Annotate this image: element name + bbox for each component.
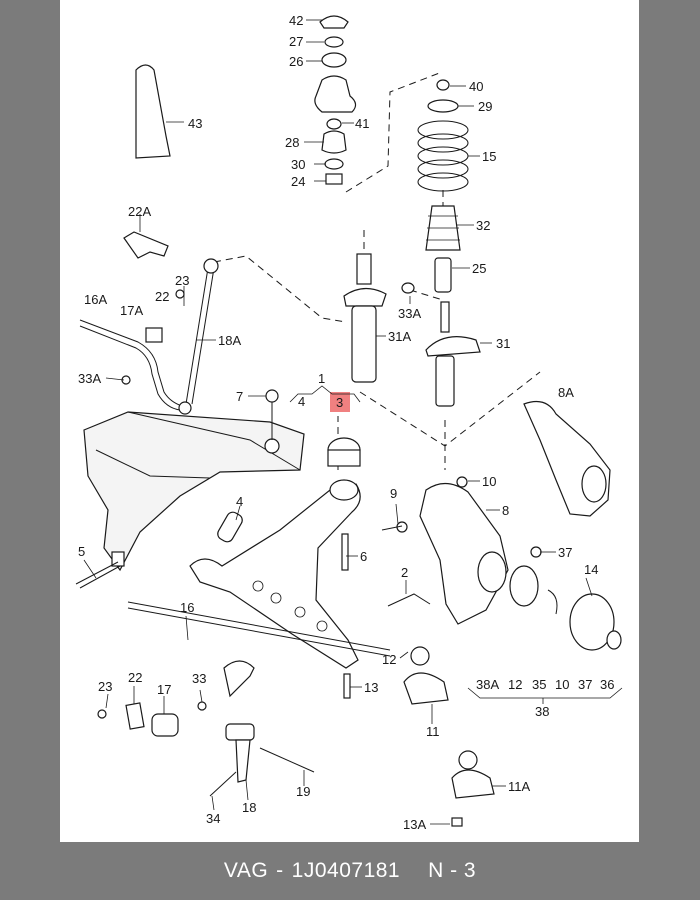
label-30: 30 (291, 157, 305, 172)
label-33A-right: 33A (398, 306, 421, 321)
caption-separator: - (276, 859, 284, 882)
label-5: 5 (78, 544, 85, 559)
label-22-lower: 22 (128, 670, 142, 685)
label-17: 17 (157, 682, 171, 697)
label-28: 28 (285, 135, 299, 150)
subframe (75, 389, 305, 589)
label-13A: 13A (403, 817, 426, 832)
assembly-guide-lines (213, 71, 541, 470)
label-24: 24 (291, 174, 305, 189)
leader-lines (83, 19, 623, 825)
label-37-lower: 37 (578, 677, 592, 692)
label-8: 8 (502, 503, 509, 518)
label-17A: 17A (120, 303, 143, 318)
part-labels: 42 27 26 40 29 41 28 15 30 24 43 22A 32 … (78, 13, 614, 832)
label-38A: 38A (476, 677, 499, 692)
label-23-upper: 23 (175, 273, 189, 288)
label-12-left: 12 (382, 652, 396, 667)
label-38: 38 (535, 704, 549, 719)
grease-tube (135, 64, 171, 159)
highlight-marker-3 (330, 392, 350, 412)
label-7: 7 (236, 389, 243, 404)
part-caption-bar: VAG - 1J0407181 N - 3 (0, 842, 700, 900)
label-16A: 16A (84, 292, 107, 307)
label-34: 34 (206, 811, 220, 826)
label-2: 2 (401, 565, 408, 580)
brand-label: VAG (223, 859, 269, 882)
spring-assembly (417, 79, 469, 293)
ball-joints-and-links (97, 593, 495, 827)
label-32: 32 (476, 218, 490, 233)
part-number: 1J0407181 (291, 859, 401, 882)
label-15: 15 (482, 149, 496, 164)
label-33: 33 (192, 671, 206, 686)
label-4-lower: 4 (236, 494, 243, 509)
label-18A: 18A (218, 333, 241, 348)
label-43: 43 (188, 116, 202, 131)
label-12-right: 12 (508, 677, 522, 692)
top-mount-parts (314, 15, 357, 185)
label-25: 25 (472, 261, 486, 276)
label-4-upper: 4 (298, 394, 305, 409)
strut-31 (425, 301, 481, 407)
label-6: 6 (360, 549, 367, 564)
label-1: 1 (318, 371, 325, 386)
strut-31A (343, 253, 415, 383)
wheel-bearing-housings (381, 401, 622, 651)
label-9: 9 (390, 486, 397, 501)
label-11A: 11A (508, 779, 530, 794)
label-33A-left: 33A (78, 371, 101, 386)
label-18: 18 (242, 800, 256, 815)
label-10-upper: 10 (482, 474, 496, 489)
label-3-highlighted: 3 (336, 395, 343, 410)
label-41: 41 (355, 116, 369, 131)
wishbone (127, 437, 391, 699)
label-42: 42 (289, 13, 303, 28)
label-23-lower: 23 (98, 679, 112, 694)
label-29: 29 (478, 99, 492, 114)
label-31: 31 (496, 336, 510, 351)
label-14: 14 (584, 562, 598, 577)
label-19: 19 (296, 784, 310, 799)
label-8A: 8A (558, 385, 574, 400)
diagram-reference: N - 3 (428, 859, 477, 882)
label-13: 13 (364, 680, 378, 695)
label-40: 40 (469, 79, 483, 94)
anti-roll-bar-upper (79, 231, 219, 415)
label-36: 36 (600, 677, 614, 692)
label-31A: 31A (388, 329, 411, 344)
label-22A: 22A (128, 204, 151, 219)
label-35: 35 (532, 677, 546, 692)
label-10-lower: 10 (555, 677, 569, 692)
label-16: 16 (180, 600, 194, 615)
label-37-upper: 37 (558, 545, 572, 560)
label-11: 11 (426, 724, 440, 739)
label-27: 27 (289, 34, 303, 49)
label-26: 26 (289, 54, 303, 69)
label-22-upper: 22 (155, 289, 169, 304)
